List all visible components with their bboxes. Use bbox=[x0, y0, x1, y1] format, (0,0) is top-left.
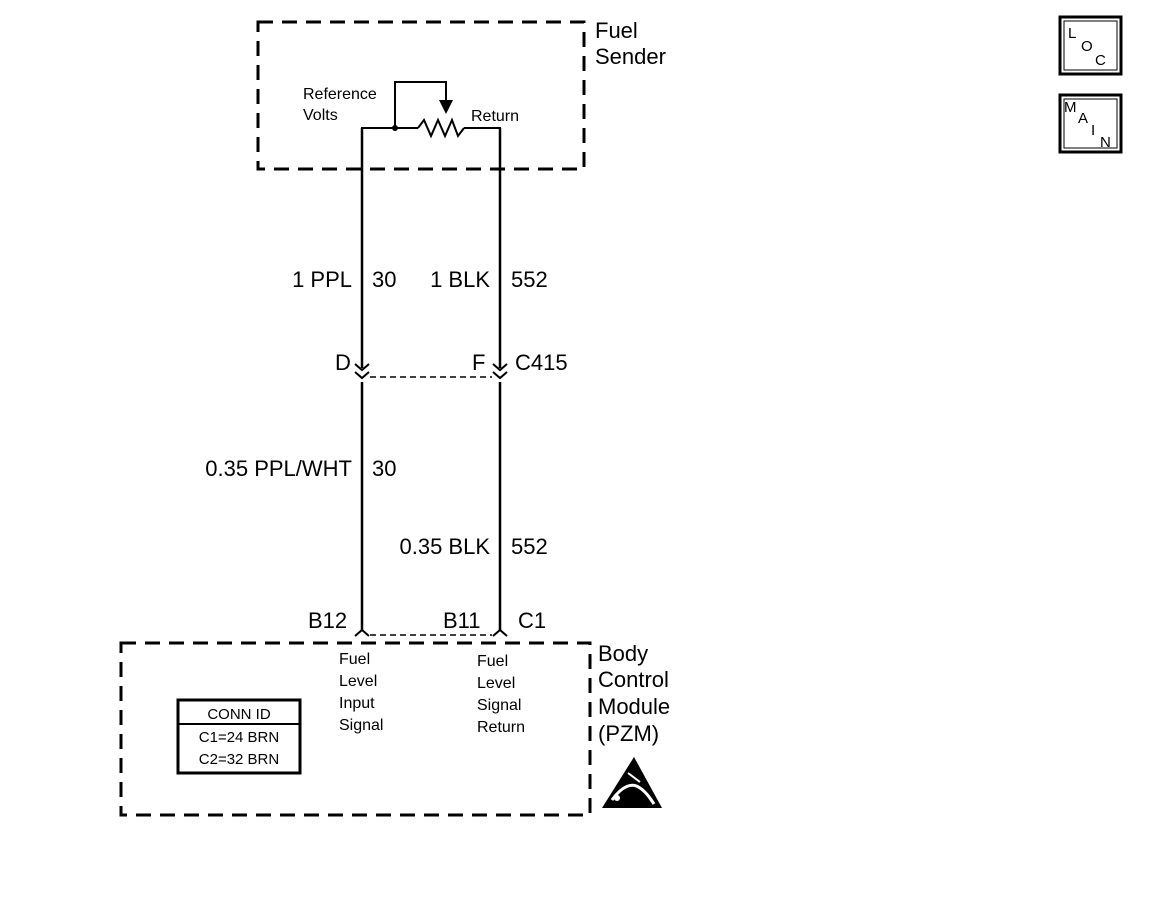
sender-ref-lead bbox=[361, 127, 418, 131]
bcm-title-line4: (PZM) bbox=[598, 721, 659, 746]
loc-button[interactable]: L O C bbox=[1058, 15, 1123, 76]
wire-30-upper-gauge-color: 1 PPL bbox=[292, 267, 352, 292]
connector-c415: D F C415 bbox=[335, 350, 568, 380]
fuel-sender: Fuel Sender Reference Volts Return bbox=[256, 18, 666, 171]
c1-pin-b12-label: B12 bbox=[308, 608, 347, 633]
bcm-boundary bbox=[119, 641, 592, 817]
c415-pin-f-icon bbox=[492, 363, 508, 380]
loc-button-letter-c: C bbox=[1095, 52, 1106, 69]
fuel-sender-title-line1: Fuel bbox=[595, 18, 638, 43]
c415-pin-f-label: F bbox=[472, 350, 485, 375]
conn-id-header: CONN ID bbox=[207, 706, 271, 723]
fuel-sender-boundary bbox=[256, 20, 586, 171]
wire-30-upper-circuit: 30 bbox=[372, 267, 396, 292]
reference-volts-label-line1: Reference bbox=[303, 86, 377, 103]
fuel-level-signal-return-line1: Fuel bbox=[477, 653, 508, 670]
wiper-arm bbox=[394, 81, 447, 128]
fuel-level-signal-return-line3: Signal bbox=[477, 697, 521, 714]
wire-30-lower-gauge-color: 0.35 PPL/WHT bbox=[205, 456, 352, 481]
conn-id-row-2: C2=32 BRN bbox=[199, 751, 279, 768]
fuel-level-input-signal-line2: Level bbox=[339, 673, 377, 690]
c415-id-label: C415 bbox=[515, 350, 568, 375]
return-label: Return bbox=[471, 108, 519, 125]
c1-pin-b11-icon bbox=[492, 628, 508, 637]
fuel-sender-title-line2: Sender bbox=[595, 44, 666, 69]
connector-c1: B12 B11 C1 bbox=[308, 608, 546, 637]
body-control-module: Body Control Module (PZM) Fuel Level Inp… bbox=[119, 641, 670, 817]
wires bbox=[360, 128, 502, 630]
main-button-letter-n: N bbox=[1100, 134, 1111, 151]
reference-volts-label-line2: Volts bbox=[303, 107, 338, 124]
main-button-letter-a: A bbox=[1078, 110, 1088, 127]
fuel-level-signal-return-line2: Level bbox=[477, 675, 515, 692]
bcm-title-line3: Module bbox=[598, 694, 670, 719]
wiper-arrow-icon bbox=[439, 100, 453, 114]
esd-warning-icon bbox=[602, 757, 662, 808]
fuel-level-input-signal-line4: Signal bbox=[339, 717, 383, 734]
main-button-letter-i: I bbox=[1091, 122, 1095, 139]
c415-pin-d-label: D bbox=[335, 350, 351, 375]
loc-button-letter-l: L bbox=[1068, 25, 1076, 42]
loc-button-letter-o: O bbox=[1081, 38, 1093, 55]
bcm-title-line1: Body bbox=[598, 641, 648, 666]
conn-id-table: CONN ID C1=24 BRN C2=32 BRN bbox=[176, 698, 302, 775]
c415-pin-d-icon bbox=[354, 363, 370, 380]
main-button[interactable]: M A I N bbox=[1058, 93, 1123, 154]
fuel-level-input-signal-line1: Fuel bbox=[339, 651, 370, 668]
fuel-level-input-signal-line3: Input bbox=[339, 695, 375, 712]
wire-552-lower-circuit: 552 bbox=[511, 534, 548, 559]
main-button-letter-m: M bbox=[1064, 99, 1077, 116]
fuel-level-signal-return-line4: Return bbox=[477, 719, 525, 736]
sender-return-lead bbox=[464, 127, 501, 131]
c1-pin-b11-label: B11 bbox=[443, 608, 481, 633]
c1-id-label: C1 bbox=[518, 608, 546, 633]
wire-552-lower-gauge-color: 0.35 BLK bbox=[399, 534, 490, 559]
conn-id-row-1: C1=24 BRN bbox=[199, 729, 279, 746]
wire-552-upper-circuit: 552 bbox=[511, 267, 548, 292]
wire-30-lower-circuit: 30 bbox=[372, 456, 396, 481]
bcm-title-line2: Control bbox=[598, 667, 669, 692]
resistor-icon bbox=[417, 117, 465, 139]
c1-pin-b12-icon bbox=[354, 628, 370, 637]
wire-552-upper-gauge-color: 1 BLK bbox=[430, 267, 490, 292]
